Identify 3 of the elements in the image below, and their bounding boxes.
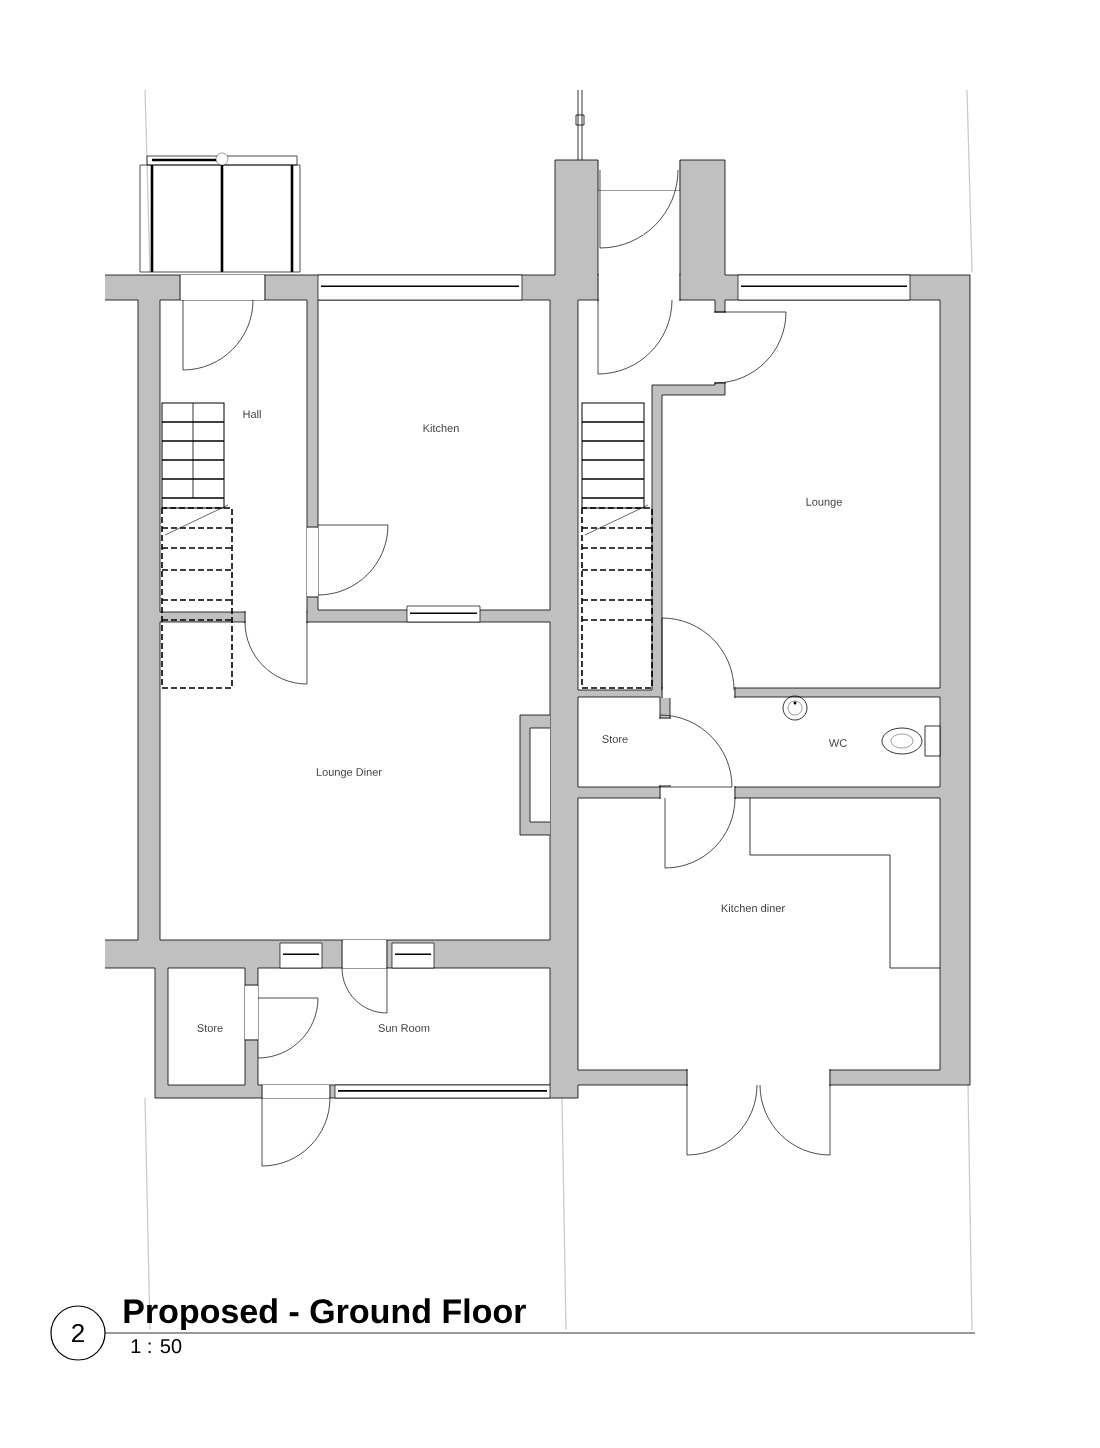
room-outline: Lounge Diner [159, 621, 551, 941]
view-title: Proposed - Ground Floor [124, 1298, 526, 1331]
scale-label: 1 : 50 [131, 1339, 182, 1354]
